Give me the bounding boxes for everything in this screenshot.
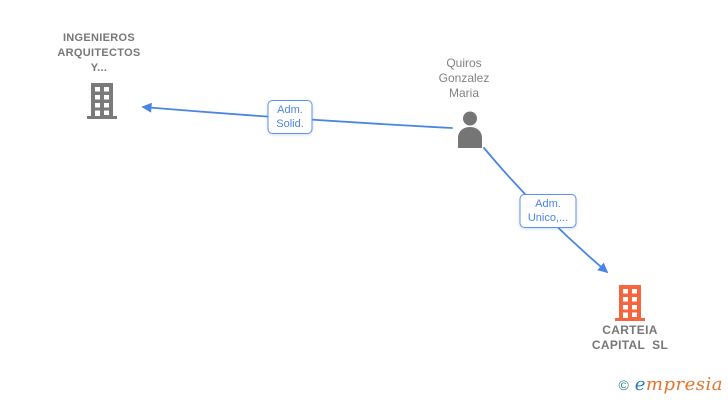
person-icon (458, 111, 482, 148)
node-company-carteia[interactable]: CARTEIA CAPITAL SL (578, 285, 682, 353)
edge-label-adm-solid: Adm. Solid. (267, 100, 313, 134)
company-name: CARTEIA CAPITAL SL (591, 323, 669, 352)
company-name: INGENIEROS ARQUITECTOS Y... (57, 32, 144, 74)
person-name: Quiros Gonzalez Maria (438, 56, 493, 100)
copyright-icon: © (618, 377, 629, 393)
node-person-quiros[interactable]: Quiros Gonzalez Maria (424, 56, 504, 148)
node-company-ingenieros[interactable]: INGENIEROS ARQUITECTOS Y... (49, 31, 149, 119)
empresia-logo-text: empresia (634, 374, 723, 395)
empresia-watermark: © empresia (618, 374, 723, 395)
building-icon-ingenieros (87, 83, 117, 119)
building-icon-carteia (615, 285, 645, 321)
edge-label-adm-unico: Adm. Unico,... (519, 194, 577, 228)
